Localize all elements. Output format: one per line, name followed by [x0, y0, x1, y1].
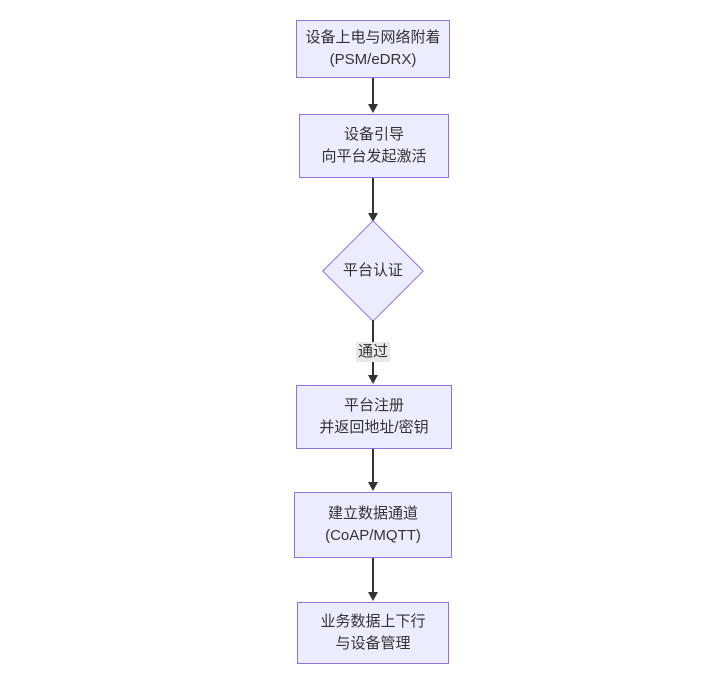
edge-2-line: [372, 178, 374, 214]
node-business-data: 业务数据上下行 与设备管理: [297, 602, 449, 664]
node-business-line2: 与设备管理: [335, 635, 411, 652]
node-bootstrap-line1: 设备引导: [343, 126, 404, 143]
edge-3-label: 通过: [355, 342, 391, 362]
node-register-line2: 并返回地址/密钥: [319, 419, 429, 436]
edge-5-arrowhead-icon: [368, 592, 378, 601]
node-platform-auth-label: 平台认证: [342, 262, 403, 279]
node-business-line1: 业务数据上下行: [320, 613, 426, 630]
node-power-attach-line1: 设备上电与网络附着: [305, 29, 441, 46]
edge-4-arrowhead-icon: [368, 482, 378, 491]
node-power-attach: 设备上电与网络附着 (PSM/eDRX): [296, 20, 450, 78]
node-bootstrap-activate: 设备引导 向平台发起激活: [299, 114, 449, 178]
node-register-line1: 平台注册: [343, 397, 404, 414]
node-channel-line2: (CoAP/MQTT): [325, 527, 421, 544]
edge-1-arrowhead-icon: [368, 104, 378, 113]
edge-2-arrowhead-icon: [368, 213, 378, 222]
edge-3-arrowhead-icon: [368, 375, 378, 384]
node-data-channel: 建立数据通道 (CoAP/MQTT): [294, 492, 452, 558]
edge-4-line: [372, 449, 374, 483]
node-power-attach-line2: (PSM/eDRX): [329, 51, 417, 68]
edge-5-line: [372, 558, 374, 593]
node-channel-line1: 建立数据通道: [327, 505, 418, 522]
node-platform-register: 平台注册 并返回地址/密钥: [296, 385, 452, 449]
node-bootstrap-line2: 向平台发起激活: [321, 148, 427, 165]
edge-1-line: [372, 78, 374, 105]
